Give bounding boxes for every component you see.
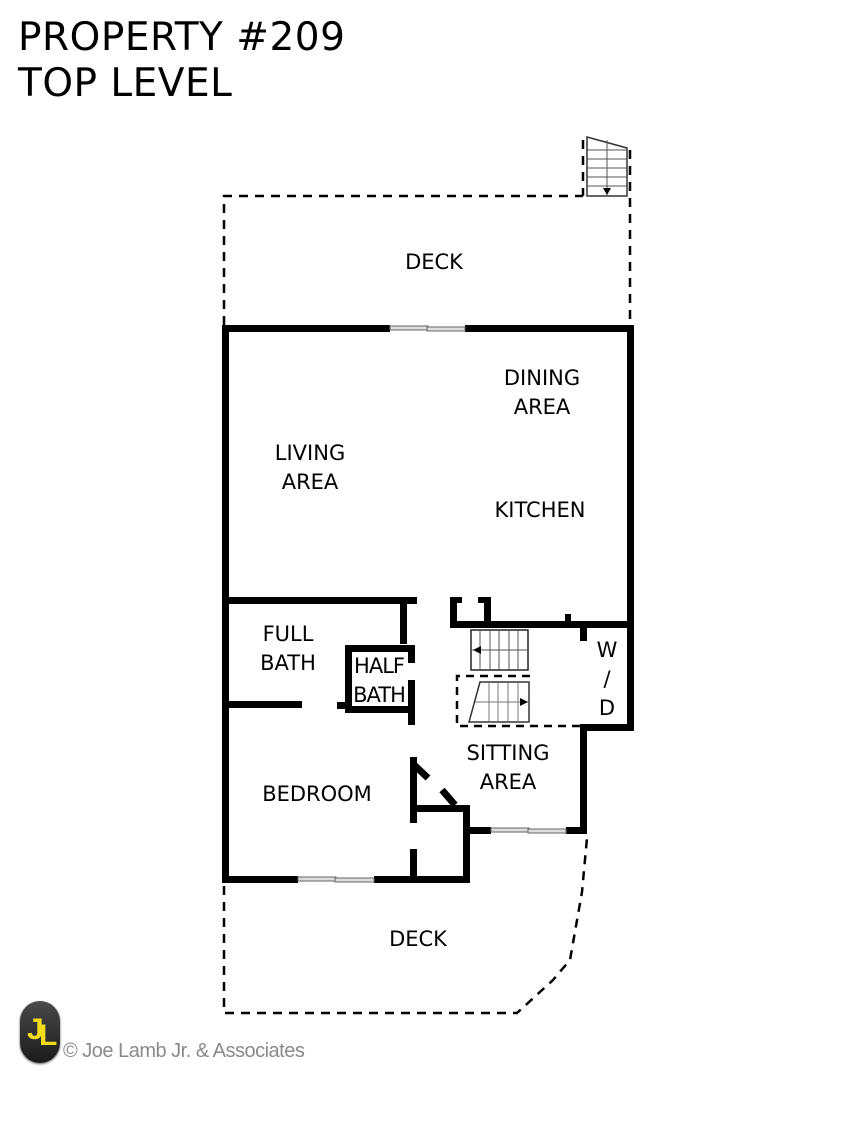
stairs-dashed-outline xyxy=(455,674,583,728)
interior-walls xyxy=(222,597,634,883)
room-label-washer-dryer: W / D xyxy=(596,638,618,720)
room-label-deck-top: DECK xyxy=(405,250,463,274)
deck-bottom-outline xyxy=(222,837,589,1015)
slider-door-bedroom xyxy=(297,876,375,883)
deck-top-outline xyxy=(222,140,632,325)
copyright-text: © Joe Lamb Jr. & Associates xyxy=(63,1040,305,1062)
level-title: TOP LEVEL xyxy=(18,61,233,106)
logo-letter-j: J xyxy=(27,1013,44,1046)
slider-door-sitting xyxy=(490,827,567,834)
property-title: PROPERTY #209 xyxy=(18,15,346,60)
room-label-full-bath: FULL BATH xyxy=(260,622,316,675)
slider-door-top xyxy=(389,325,466,332)
exterior-stairs xyxy=(586,136,628,197)
room-label-half-bath: HALF BATH xyxy=(353,654,406,707)
room-label-sitting-area: SITTING AREA xyxy=(466,741,550,794)
room-label-living-area: LIVING AREA xyxy=(274,441,346,494)
jl-logo: J L xyxy=(20,1001,60,1063)
room-label-kitchen: KITCHEN xyxy=(494,498,586,522)
room-label-bedroom: BEDROOM xyxy=(262,782,372,806)
interior-stairs-down xyxy=(468,681,530,723)
room-label-dining-area: DINING AREA xyxy=(503,366,581,419)
room-label-deck-bottom: DECK xyxy=(389,927,447,951)
door-swing-marks xyxy=(410,761,458,808)
interior-stairs-up xyxy=(470,629,529,671)
logo-letter-l: L xyxy=(39,1019,58,1052)
